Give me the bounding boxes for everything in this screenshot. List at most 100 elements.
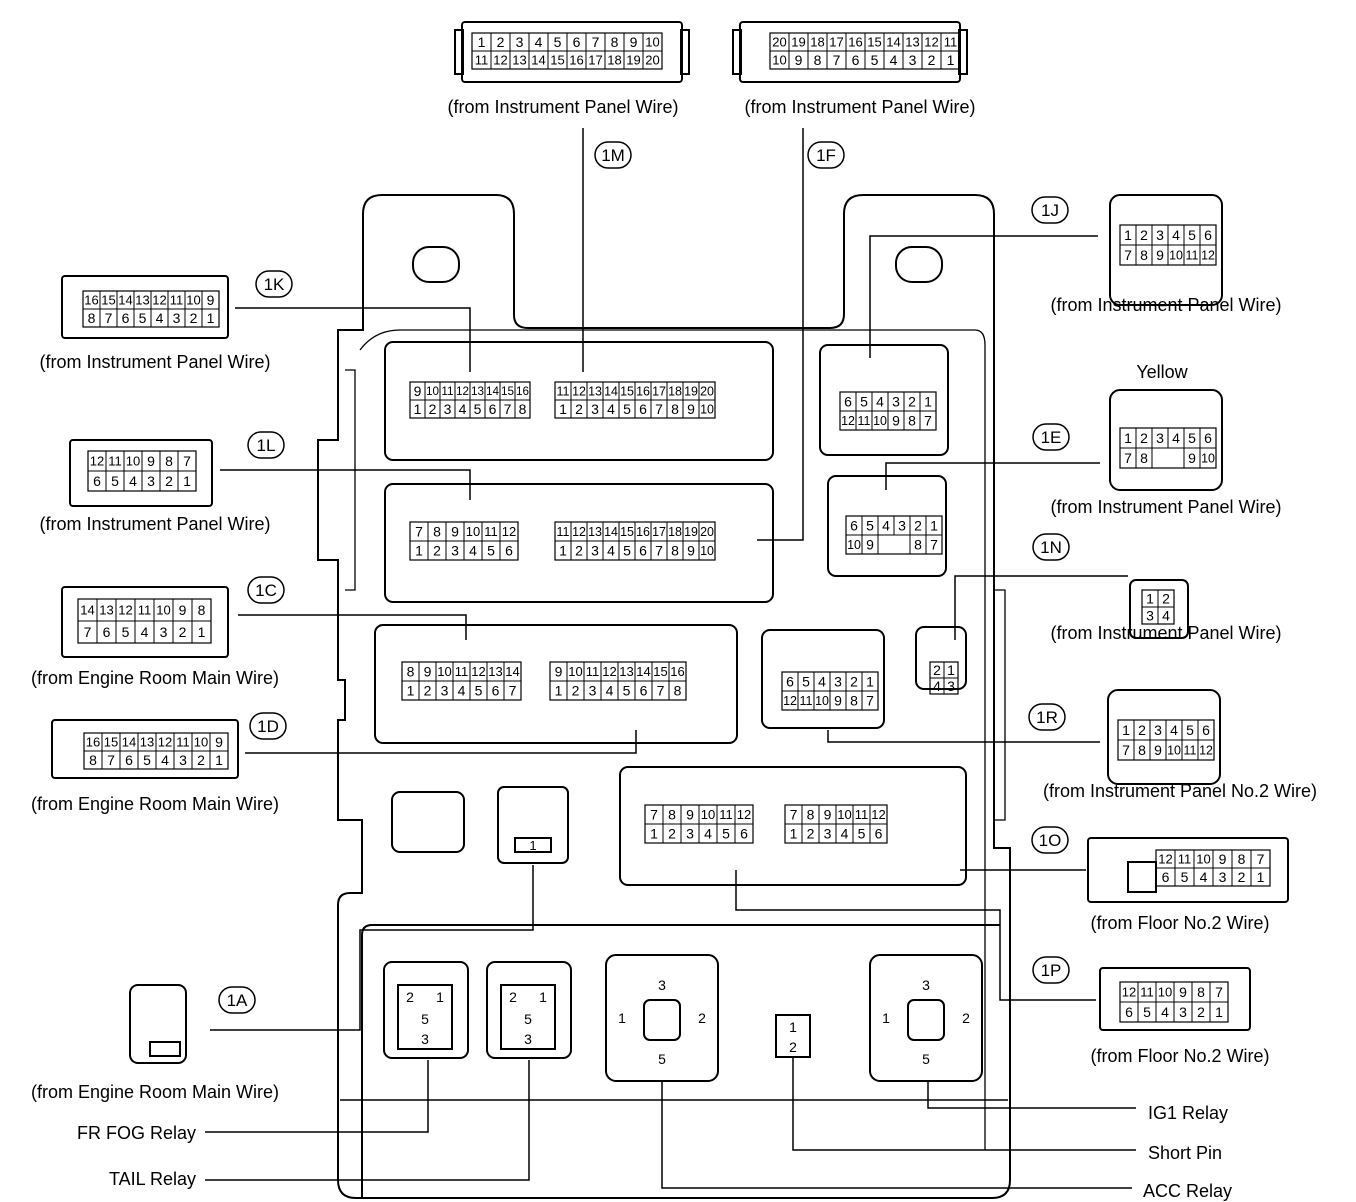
j_1R-pin-7: 7 bbox=[866, 693, 874, 709]
c1D-pin-1: 1 bbox=[215, 752, 223, 768]
relay-ig1-pin-3: 3 bbox=[922, 977, 930, 993]
c1P-pin-8: 8 bbox=[1197, 984, 1205, 1000]
c1F-pin-8: 8 bbox=[814, 52, 822, 68]
c1E-pin-9: 9 bbox=[1188, 450, 1196, 466]
j_low_a-pin-11: 11 bbox=[455, 664, 469, 679]
j_1N-pin-2: 2 bbox=[933, 662, 941, 678]
c1K-pin-4: 4 bbox=[156, 310, 164, 326]
tag-1f: 1F bbox=[807, 141, 845, 169]
j_low_b-pin-11: 11 bbox=[586, 664, 600, 679]
c1O-pin-2: 2 bbox=[1238, 869, 1246, 885]
caption-1R: (from Instrument Panel No.2 Wire) bbox=[1043, 781, 1317, 801]
j_mid_a-pin-4: 4 bbox=[469, 543, 477, 559]
c1O-pin-12: 12 bbox=[1158, 852, 1172, 867]
label-ig1-relay: IG1 Relay bbox=[1148, 1103, 1228, 1123]
j_top_a-pin-10: 10 bbox=[426, 385, 440, 398]
c1O-pin-11: 11 bbox=[1178, 852, 1192, 867]
leader-1F bbox=[757, 128, 804, 541]
j_floor_a-pin-2: 2 bbox=[668, 826, 676, 842]
tag-1k-label: 1K bbox=[264, 275, 285, 294]
j_floor_a-pin-7: 7 bbox=[650, 807, 658, 823]
relay-ig1-pin-1: 1 bbox=[882, 1010, 890, 1026]
j_low_a-pin-1: 1 bbox=[407, 683, 415, 699]
c1E-pin-4: 4 bbox=[1172, 430, 1180, 446]
c1P-pin-3: 3 bbox=[1179, 1004, 1187, 1020]
j_1E-pin-cell bbox=[861, 534, 879, 555]
j_1J-pin-5: 5 bbox=[860, 394, 868, 410]
relay-ig1-pin-2: 2 bbox=[962, 1010, 970, 1026]
c1M-pin-20: 20 bbox=[645, 53, 659, 68]
leader-acc bbox=[661, 1080, 1132, 1189]
j_low_a-pin-6: 6 bbox=[492, 683, 500, 699]
leader-short-pin bbox=[792, 1057, 1136, 1151]
j_mid_b-pin-13: 13 bbox=[588, 525, 602, 539]
j_mid_b-pin-10: 10 bbox=[700, 544, 714, 558]
j_1J-pin-cell bbox=[919, 410, 937, 431]
relay-tail-socket bbox=[486, 961, 572, 1059]
c1K-pin-cell bbox=[201, 308, 220, 328]
tag-1n-oval bbox=[1032, 533, 1070, 561]
c1D-pin-12: 12 bbox=[158, 735, 172, 750]
j_low_a-pin-14: 14 bbox=[505, 664, 519, 679]
c1M-pin-7: 7 bbox=[592, 34, 600, 50]
j_top_b-pin-16: 16 bbox=[636, 384, 650, 398]
relay-fr-fog-pin-3: 3 bbox=[421, 1031, 429, 1047]
caption-1E: (from Instrument Panel Wire) bbox=[1050, 497, 1281, 517]
c1P-pin-6: 6 bbox=[1125, 1004, 1133, 1020]
c1P-pin-12: 12 bbox=[1122, 985, 1136, 1000]
j_1R-pin-5: 5 bbox=[802, 674, 810, 690]
c1F-pin-9: 9 bbox=[795, 52, 803, 68]
connector-1R-housing bbox=[1107, 689, 1221, 785]
leader-1L bbox=[220, 469, 471, 500]
tag-1o-label: 1O bbox=[1039, 831, 1062, 850]
j_floor_a-pin-11: 11 bbox=[719, 807, 733, 822]
c1N-pin-cell bbox=[1157, 606, 1175, 625]
tag-1d-label: 1D bbox=[257, 717, 279, 736]
j_top_b-pin-6: 6 bbox=[639, 401, 647, 417]
c1O-pin-6: 6 bbox=[1162, 869, 1170, 885]
c1R-pin-6: 6 bbox=[1202, 722, 1210, 738]
j_top_b-pin-18: 18 bbox=[668, 384, 682, 398]
c1L-pin-cell bbox=[177, 470, 197, 492]
leader-1E bbox=[885, 462, 1100, 490]
c1M-pin-1: 1 bbox=[478, 34, 486, 50]
jb-1A-pin-1: 1 bbox=[529, 838, 536, 853]
jb-connector-unused bbox=[391, 791, 465, 853]
j_1J-pin-2: 2 bbox=[908, 394, 916, 410]
tag-1r: 1R bbox=[1028, 703, 1066, 731]
j_low_a-pin-2: 2 bbox=[424, 683, 432, 699]
j_mid_b-pin-8: 8 bbox=[671, 543, 679, 559]
c1F-pin-11: 11 bbox=[944, 35, 958, 50]
j_1E-pin-3: 3 bbox=[898, 518, 906, 534]
c1O-pin-5: 5 bbox=[1181, 869, 1189, 885]
caption-1E-yellow: Yellow bbox=[1136, 362, 1188, 382]
j_1N-pin-cell bbox=[943, 677, 959, 695]
c1L-pin-3: 3 bbox=[147, 473, 155, 489]
relay-tail-pin-2: 2 bbox=[509, 989, 517, 1005]
c1C-pin-2: 2 bbox=[179, 624, 187, 640]
tag-1m-label: 1M bbox=[601, 146, 625, 165]
j_low_b-pin-7: 7 bbox=[657, 683, 665, 699]
c1L-pin-8: 8 bbox=[165, 453, 173, 469]
j_low_a-pin-cell bbox=[503, 680, 522, 701]
tag-1j-oval bbox=[1031, 196, 1069, 224]
tag-1j-label: 1J bbox=[1041, 201, 1059, 220]
j_1R-pin-12: 12 bbox=[783, 694, 797, 708]
c1F-pin-2: 2 bbox=[928, 52, 936, 68]
j_mid_a-pin-5: 5 bbox=[487, 543, 495, 559]
leader-1D bbox=[245, 730, 637, 754]
caption-1C: (from Engine Room Main Wire) bbox=[31, 668, 279, 688]
c1R-pin-12: 12 bbox=[1199, 743, 1213, 757]
relay-acc-pin-5: 5 bbox=[658, 1051, 666, 1067]
caption-1A: (from Engine Room Main Wire) bbox=[31, 1082, 279, 1102]
j_top_a-pin-1: 1 bbox=[414, 401, 422, 417]
j_1E-pin-cell bbox=[925, 534, 943, 555]
c1F-pin-4: 4 bbox=[890, 52, 898, 68]
j_top_a-pin-11: 11 bbox=[441, 385, 453, 398]
relay-acc-pin-3: 3 bbox=[658, 977, 666, 993]
j_mid_a-pin-12: 12 bbox=[502, 524, 516, 539]
c1D-pin-16: 16 bbox=[86, 735, 100, 750]
j_mid_b-pin-9: 9 bbox=[687, 543, 695, 559]
tag-1f-label: 1F bbox=[816, 146, 836, 165]
c1C-pin-6: 6 bbox=[103, 624, 111, 640]
